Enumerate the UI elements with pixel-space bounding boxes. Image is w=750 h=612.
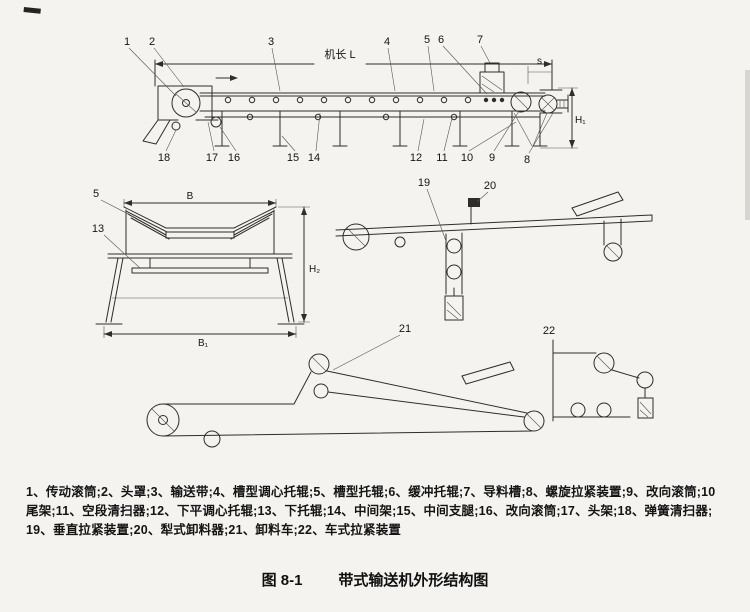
buffer-idlers xyxy=(483,97,505,103)
drive-pulley xyxy=(171,88,201,118)
callout-8: 8 xyxy=(524,154,530,166)
b1-dimension: B₁ xyxy=(103,326,297,349)
callout-11: 11 xyxy=(436,152,447,164)
tripper-carry-run xyxy=(162,371,312,405)
trough-belt xyxy=(123,206,277,233)
head-bend-pulley xyxy=(210,116,222,128)
callout-9: 9 xyxy=(489,152,495,164)
tripper-top-pulley xyxy=(308,353,330,375)
callout-15: 15 xyxy=(287,152,299,164)
belt-direction-arrow xyxy=(215,75,238,81)
b-dimension-label: B xyxy=(187,191,194,202)
callout-14: 14 xyxy=(308,152,320,164)
tail-pulley xyxy=(538,94,558,114)
callout-12: 12 xyxy=(410,152,422,164)
callout-21: 21 xyxy=(399,323,411,335)
side-elevation-view: 机长 L s xyxy=(124,34,586,166)
s-dimension-label: s xyxy=(537,56,542,67)
return-idler xyxy=(131,257,269,274)
tripper-descending-run xyxy=(326,370,528,418)
callout-6: 6 xyxy=(438,34,444,46)
takeup-end-pulley xyxy=(603,218,623,262)
callout-17: 17 xyxy=(206,152,218,164)
callout-2: 2 xyxy=(149,36,155,48)
main-frame xyxy=(199,92,548,147)
figure-number: 图 8-1 xyxy=(261,572,303,589)
counterweight xyxy=(444,295,464,321)
spring-cleaner xyxy=(171,121,181,131)
h1-dimension-label: H₁ xyxy=(575,115,586,126)
screw-takeup xyxy=(556,94,569,113)
callout-5: 5 xyxy=(424,34,430,46)
tail-bend-pulley xyxy=(510,91,532,113)
top-belt-run xyxy=(199,92,546,97)
tail-assembly xyxy=(510,89,569,147)
callout-18: 18 xyxy=(158,152,170,164)
callout-4: 4 xyxy=(384,36,390,48)
plow-unloader xyxy=(468,198,480,225)
tripper-view: 21 22 xyxy=(146,323,654,448)
tripper-right-pulley xyxy=(523,410,545,432)
legend-line-2: 尾架;11、空段清扫器;12、下平调心托辊;13、下托辊;14、中间架;15、中… xyxy=(26,504,713,518)
takeup-discharge-chute xyxy=(571,191,624,217)
feed-chute xyxy=(479,62,505,94)
figure-title: 图 8-1 带式输送机外形结构图 xyxy=(0,569,750,590)
takeup-left-pulley xyxy=(342,223,370,251)
h2-dimension: H₂ xyxy=(278,206,320,323)
scan-artifact xyxy=(23,7,750,220)
callout-5-section: 5 xyxy=(93,188,99,200)
h1-dimension: H₁ xyxy=(540,87,586,149)
side-view-callouts: 1 2 3 4 5 6 7 18 17 16 15 14 12 11 10 9 … xyxy=(124,34,554,166)
section-legs xyxy=(95,257,305,325)
b-dimension: B xyxy=(123,191,277,207)
callout-10: 10 xyxy=(461,152,473,164)
head-assembly xyxy=(142,85,222,145)
callout-22: 22 xyxy=(543,325,555,337)
cart-takeup: 22 xyxy=(543,325,654,422)
vertical-takeup-view: 19 20 xyxy=(335,177,653,321)
legend-line-1: 1、传动滚筒;2、头罩;3、输送带;4、槽型调心托辊;5、槽型托辊;6、缓冲托辊… xyxy=(26,485,716,499)
cart-counterweight xyxy=(637,397,654,419)
tripper-lower-pulley xyxy=(313,383,329,399)
legend-line-3: 19、垂直拉紧装置;20、犁式卸料器;21、卸料车;22、车式拉紧装置 xyxy=(26,523,402,537)
callout-7: 7 xyxy=(477,34,483,46)
callout-1: 1 xyxy=(124,36,130,48)
tripper-snub-pulley xyxy=(203,430,221,448)
return-idlers xyxy=(246,113,458,121)
b1-dimension-label: B₁ xyxy=(198,338,209,349)
callout-16: 16 xyxy=(228,152,240,164)
h2-dimension-label: H₂ xyxy=(309,264,320,275)
callout-3: 3 xyxy=(268,36,274,48)
support-legs xyxy=(214,110,548,147)
discharge-chute xyxy=(142,119,171,145)
gravity-takeup-loop xyxy=(444,232,464,321)
callout-20: 20 xyxy=(484,180,496,192)
figure-drawing: 机长 L s xyxy=(23,7,750,448)
figure-name: 带式输送机外形结构图 xyxy=(338,572,489,589)
takeup-belt xyxy=(335,214,653,237)
idler-section-view: B B₁ H₂ 5 13 xyxy=(92,188,320,349)
section-frame xyxy=(107,209,293,299)
parts-legend: 1、传动滚筒;2、头罩;3、输送带;4、槽型调心托辊;5、槽型托辊;6、缓冲托辊… xyxy=(26,483,738,540)
callout-13-section: 13 xyxy=(92,223,104,235)
callout-19: 19 xyxy=(418,177,430,189)
tripper-discharge-chute xyxy=(461,361,515,385)
trough-idlers xyxy=(127,213,273,240)
carrying-idlers xyxy=(224,96,472,104)
machine-length-label: 机长 L xyxy=(324,47,355,61)
machine-length-dimension: 机长 L xyxy=(154,47,553,91)
takeup-idler xyxy=(394,236,406,248)
s-dimension: s xyxy=(527,56,552,84)
tripper-return-run xyxy=(162,430,533,437)
